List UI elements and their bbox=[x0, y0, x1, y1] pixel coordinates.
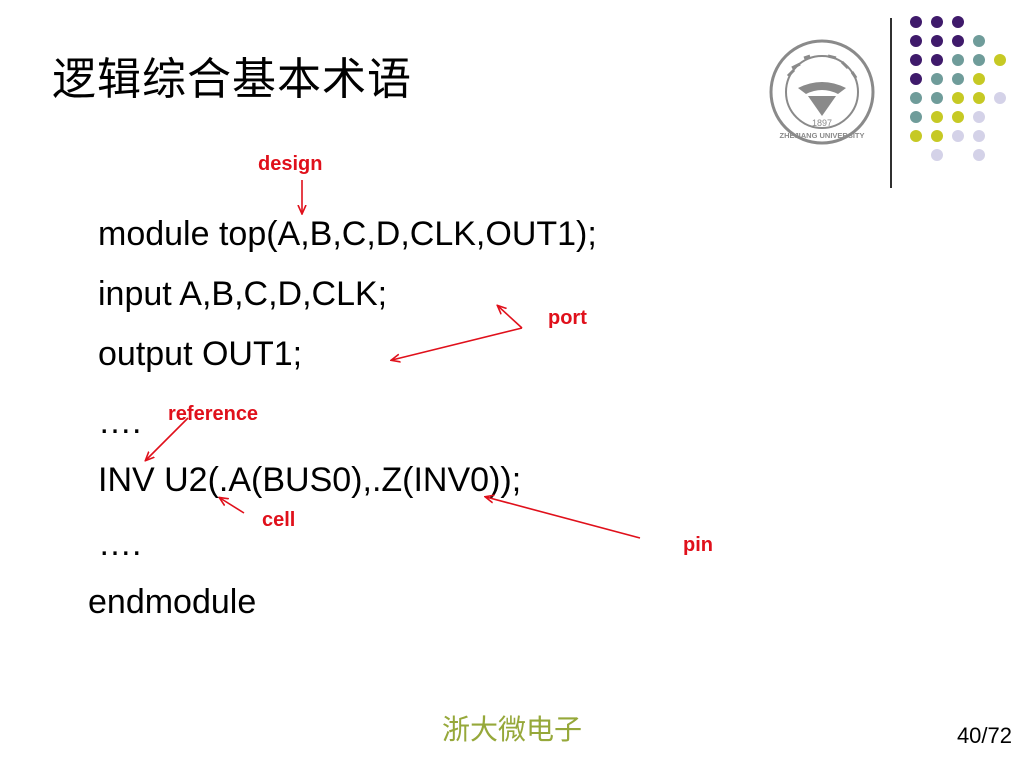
arrow-cell bbox=[220, 498, 245, 514]
annotation-reference: reference bbox=[168, 403, 259, 425]
footer-org-name: 浙大微电子 bbox=[441, 713, 582, 746]
university-logo: 1897 ZHEJIANG UNIVERSITY bbox=[769, 39, 875, 145]
header-divider bbox=[890, 18, 892, 188]
logo-name: ZHEJIANG UNIVERSITY bbox=[779, 131, 864, 140]
arrow-pin bbox=[486, 497, 641, 539]
code-line-ellipsis-1: …. bbox=[98, 403, 142, 441]
code-line-endmodule: endmodule bbox=[88, 583, 257, 621]
page-number: 40/72 bbox=[956, 723, 1012, 748]
annotation-pin: pin bbox=[683, 534, 713, 556]
code-line-ellipsis-2: …. bbox=[98, 525, 142, 563]
slide-title: 逻辑综合基本术语 bbox=[52, 54, 412, 105]
code-line-module: module top(A,B,C,D,CLK,OUT1); bbox=[98, 215, 597, 253]
arrow-port-output bbox=[392, 327, 523, 360]
arrow-port-input bbox=[498, 306, 523, 329]
code-line-input: input A,B,C,D,CLK; bbox=[98, 275, 388, 313]
annotation-port: port bbox=[548, 307, 587, 329]
code-line-instance: INV U2(.A(BUS0),.Z(INV0)); bbox=[98, 461, 522, 499]
annotation-design: design bbox=[258, 153, 323, 175]
code-line-output: output OUT1; bbox=[98, 335, 303, 373]
annotation-cell: cell bbox=[262, 509, 296, 531]
decorative-dot-grid bbox=[910, 16, 1006, 161]
logo-year: 1897 bbox=[812, 118, 832, 128]
